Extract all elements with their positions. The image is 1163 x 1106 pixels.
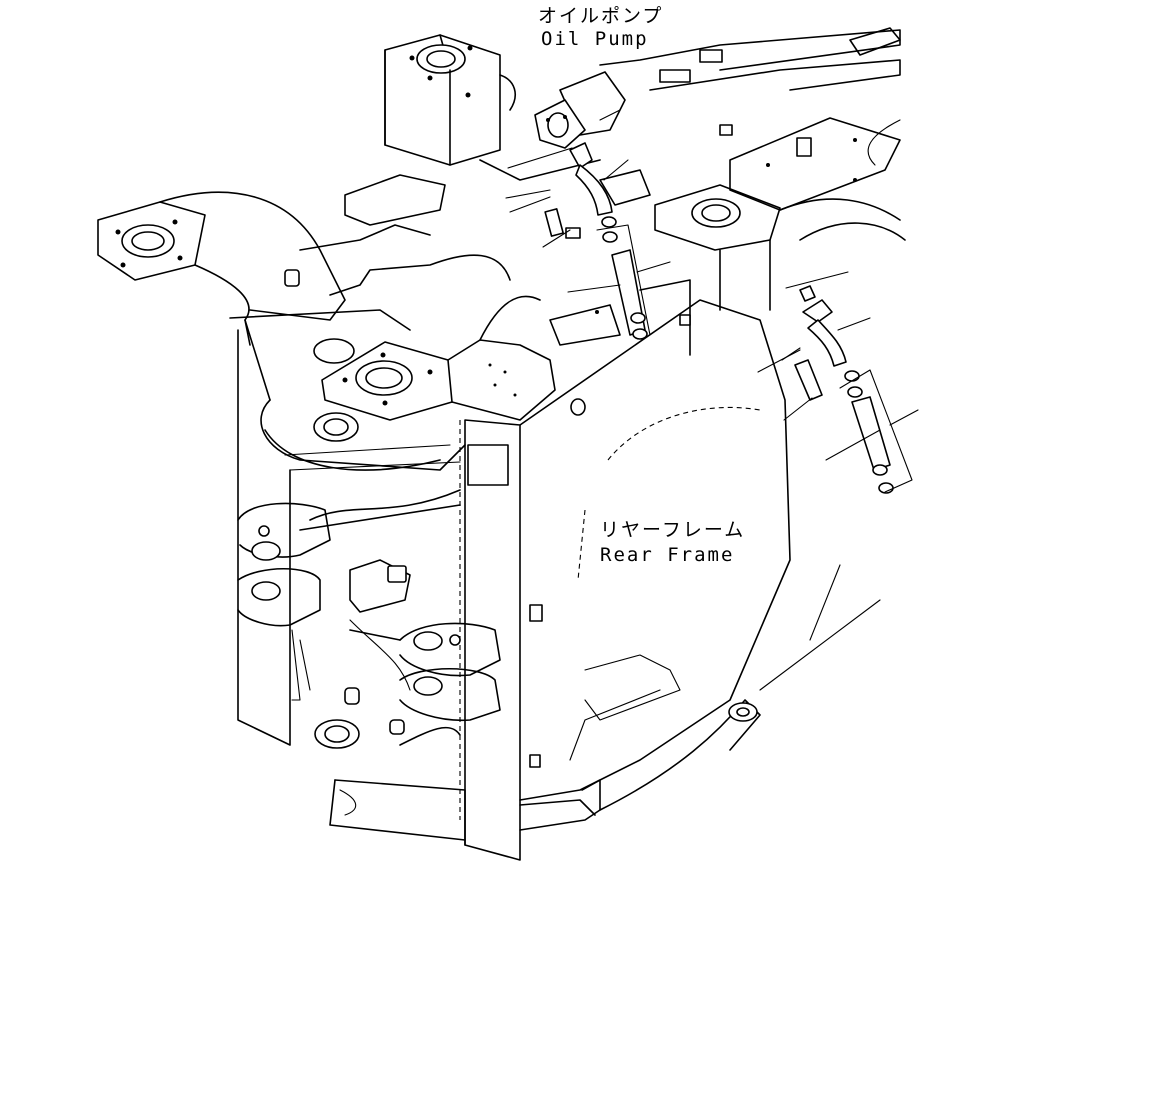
oil-pump-label-jp: オイルポンプ bbox=[538, 5, 664, 27]
right-frame bbox=[529, 27, 906, 768]
hose-assembly-1 bbox=[505, 142, 671, 340]
upper-frame bbox=[97, 191, 556, 820]
rear-frame-label-jp: リヤーフレーム bbox=[600, 519, 746, 541]
rear-box bbox=[344, 34, 601, 226]
hose-assembly-2 bbox=[757, 271, 919, 494]
rear-frame-label-en: Rear Frame bbox=[600, 544, 735, 566]
lower-hinge-lugs bbox=[349, 559, 501, 722]
oil-pump bbox=[534, 71, 626, 149]
oil-pump-label-en: Oil Pump bbox=[541, 28, 649, 50]
left-hinge-column bbox=[237, 329, 466, 749]
